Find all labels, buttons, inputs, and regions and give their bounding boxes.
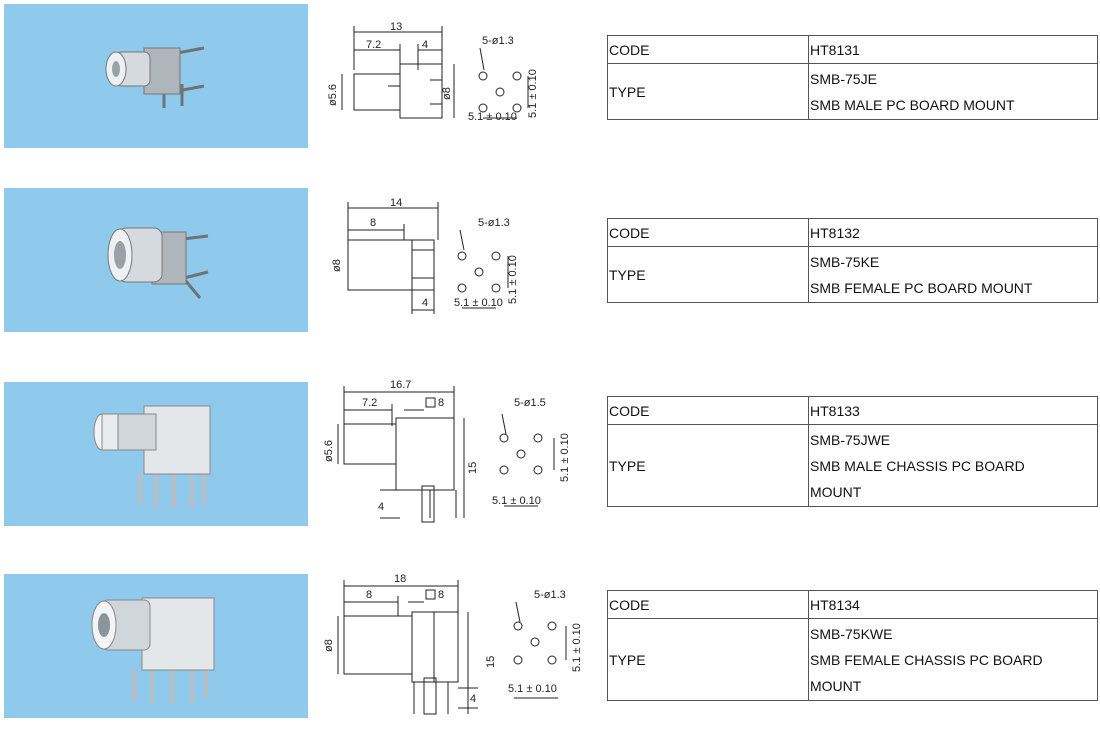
dim-front: 7.2 — [366, 39, 381, 51]
code-label: CODE — [607, 590, 809, 619]
code-label: CODE — [607, 396, 809, 425]
type-label: TYPE — [607, 246, 809, 303]
dimension-drawing: 18 8 8 ø8 15 4 5-ø1.3 5.1 ± 0.10 5.1 ± 0… — [318, 572, 600, 722]
dim-square: 8 — [438, 397, 444, 409]
dim-rear: 4 — [422, 297, 428, 309]
straight-connector-photo — [107, 227, 209, 299]
code-label: CODE — [607, 35, 809, 64]
right-angle-connector-photo — [91, 597, 215, 704]
dim-overall: 16.7 — [390, 379, 411, 391]
type-value: SMB-75JE SMB MALE PC BOARD MOUNT — [808, 63, 1098, 120]
code-value: HT8132 — [808, 218, 1098, 247]
dim-holes: 5-ø1.3 — [534, 589, 566, 601]
dim-overall: 18 — [394, 573, 406, 585]
spec-table: CODE HT8133 TYPE SMB-75JWE SMB MALE CHAS… — [607, 396, 1098, 507]
type-value: SMB-75JWE SMB MALE CHASSIS PC BOARD MOUN… — [808, 424, 1098, 507]
spec-table: CODE HT8134 TYPE SMB-75KWE SMB FEMALE CH… — [607, 590, 1098, 701]
right-angle-connector-photo — [93, 405, 211, 508]
product-photo — [4, 188, 308, 332]
dim-front: 7.2 — [362, 397, 377, 409]
dim-pitch-v: 5.1 ± 0.10 — [507, 255, 519, 304]
product-photo — [4, 382, 308, 526]
dim-pitch-h: 5.1 ± 0.10 — [454, 297, 503, 309]
code-value: HT8134 — [808, 590, 1098, 619]
product-photo — [4, 574, 308, 718]
code-value: HT8131 — [808, 35, 1098, 64]
type-label: TYPE — [607, 63, 809, 120]
dim-pin: 4 — [378, 501, 384, 513]
dim-dia-small: ø5.6 — [323, 440, 335, 462]
dim-holes: 5-ø1.5 — [514, 397, 546, 409]
dim-pin: 4 — [470, 693, 476, 705]
product-photo — [4, 4, 308, 148]
dim-pitch-v: 5.1 ± 0.10 — [527, 69, 539, 118]
type-value: SMB-75KWE SMB FEMALE CHASSIS PC BOARD MO… — [808, 618, 1098, 701]
dim-pitch-h: 5.1 ± 0.10 — [492, 495, 541, 507]
dim-dia-body: ø8 — [331, 259, 343, 272]
dim-pitch-h: 5.1 ± 0.10 — [468, 111, 517, 123]
dimension-drawing: 16.7 7.2 8 ø5.6 15 4 5-ø1.5 5.1 ± 0.10 5… — [318, 378, 600, 528]
spec-table: CODE HT8131 TYPE SMB-75JE SMB MALE PC BO… — [607, 35, 1098, 120]
type-label: TYPE — [607, 618, 809, 701]
spec-table: CODE HT8132 TYPE SMB-75KE SMB FEMALE PC … — [607, 218, 1098, 303]
dim-rear: 4 — [422, 39, 428, 51]
dimension-drawing: 14 8 4 ø8 5-ø1.3 5.1 ± 0.10 5.1 ± 0.10 — [318, 196, 600, 346]
code-value: HT8133 — [808, 396, 1098, 425]
dim-holes: 5-ø1.3 — [478, 217, 510, 229]
dim-pitch-h: 5.1 ± 0.10 — [508, 683, 557, 695]
dim-overall: 13 — [390, 21, 402, 33]
dim-square: 8 — [438, 589, 444, 601]
dim-dia-body: ø8 — [441, 87, 453, 100]
type-value: SMB-75KE SMB FEMALE PC BOARD MOUNT — [808, 246, 1098, 303]
dim-front: 8 — [366, 589, 372, 601]
dim-height: 15 — [485, 656, 497, 668]
code-label: CODE — [607, 218, 809, 247]
dim-front: 8 — [370, 217, 376, 229]
dim-pitch-v: 5.1 ± 0.10 — [571, 623, 583, 672]
dim-dia-body: ø8 — [323, 639, 335, 652]
dim-holes: 5-ø1.3 — [482, 35, 514, 47]
dim-dia-small: ø5.6 — [327, 84, 339, 106]
straight-connector-photo — [105, 46, 205, 108]
type-label: TYPE — [607, 424, 809, 507]
dimension-drawing: 13 7.2 4 ø5.6 ø8 5-ø1.3 5.1 ± 0.10 5.1 ±… — [318, 20, 600, 170]
dim-height: 15 — [467, 462, 479, 474]
dim-pitch-v: 5.1 ± 0.10 — [559, 433, 571, 482]
dim-overall: 14 — [390, 197, 402, 209]
